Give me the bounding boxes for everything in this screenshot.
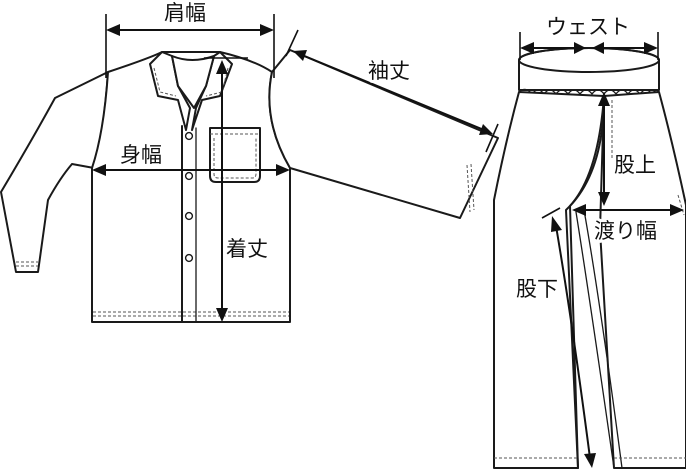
label-inseam: 股下	[516, 277, 558, 301]
jacket-collar	[171, 55, 215, 109]
jacket-right-sleeve	[268, 49, 499, 219]
pants-illustration	[493, 47, 686, 469]
label-shoulder-width: 肩幅	[164, 1, 206, 25]
label-rise: 股上	[614, 153, 656, 177]
label-waist: ウェスト	[546, 15, 630, 39]
jacket-button	[184, 171, 194, 181]
label-sleeve-length: 袖丈	[368, 59, 410, 83]
label-body-width: 身幅	[120, 143, 162, 167]
label-thigh-width: 渡り幅	[594, 219, 657, 243]
jacket-button	[184, 253, 194, 263]
jacket-button	[184, 131, 194, 141]
dimension-lines	[92, 14, 684, 468]
jacket-button	[184, 211, 194, 221]
pants-left-leg	[493, 91, 605, 469]
pants-right-leg	[599, 91, 686, 469]
measurement-labels: 肩幅 袖丈 身幅 着丈 ウェスト 股上 渡り幅 股下	[117, 0, 660, 304]
jacket-illustration	[0, 49, 499, 323]
jacket-pocket	[209, 127, 261, 183]
label-garment-length: 着丈	[226, 237, 268, 261]
